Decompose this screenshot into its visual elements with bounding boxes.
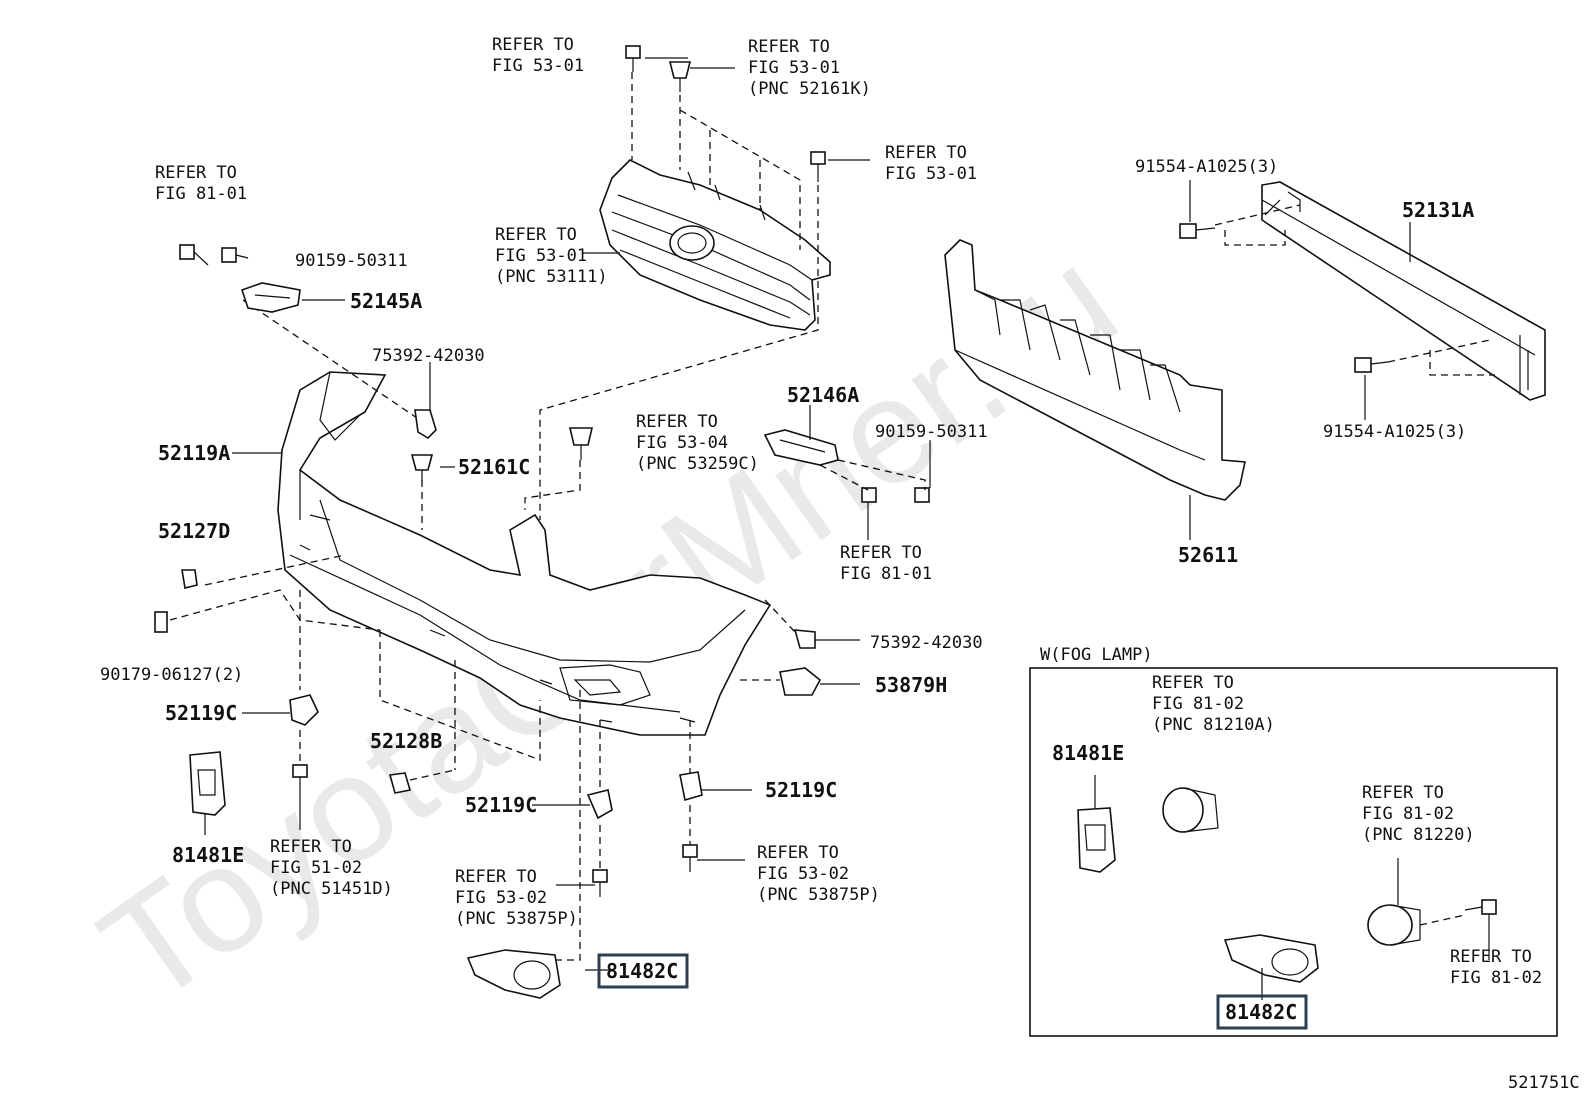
screw-icon (682, 844, 698, 872)
clip-icon (410, 454, 434, 482)
part-number-52146A[interactable]: 52146A (787, 383, 859, 407)
screw-icon (221, 247, 249, 263)
part-number-81482C[interactable]: 81482C (1225, 1000, 1297, 1024)
part-number-52611[interactable]: 52611 (1178, 543, 1238, 567)
retainer-52119C-drawing (586, 789, 613, 820)
clip-52127D-drawing (181, 569, 198, 589)
part-number-53879H[interactable]: 53879H (875, 673, 947, 697)
bracket-53879H-drawing (779, 667, 822, 696)
bolt-icon (625, 45, 641, 72)
part-number-52131A[interactable]: 52131A (1402, 198, 1474, 222)
screw-icon (1464, 899, 1497, 915)
fog-socket-drawing (1162, 787, 1219, 833)
clip-52128B-drawing (388, 772, 412, 794)
part-number-90159-50311[interactable]: 90159-50311 (875, 422, 988, 442)
part-number-81481E[interactable]: 81481E (172, 843, 244, 867)
reinforcement-drawing (1261, 181, 1546, 401)
reinforcement-callouts (1189, 180, 1495, 420)
part-number-52119C[interactable]: 52119C (465, 793, 537, 817)
diagram-code: 521751C (1508, 1073, 1580, 1093)
part-number-91554-A1025[interactable]: 91554-A1025(3) (1323, 422, 1466, 442)
part-number-52145A[interactable]: 52145A (350, 289, 422, 313)
part-number-91554-A1025[interactable]: 91554-A1025(3) (1135, 157, 1278, 177)
part-number-75392-42030[interactable]: 75392-42030 (870, 633, 983, 653)
inset-callouts (1094, 775, 1490, 1000)
nut-90179-drawing (154, 611, 168, 633)
clip-icon (793, 629, 816, 649)
part-number-52127D[interactable]: 52127D (158, 519, 230, 543)
fog-lamp-drawing (1367, 904, 1421, 946)
bumper-cover-drawing (277, 371, 772, 736)
bracket-52145A-drawing (240, 282, 301, 313)
bolt-icon (810, 151, 826, 182)
retainer-52119C-drawing (679, 771, 703, 802)
part-number-52119C[interactable]: 52119C (765, 778, 837, 802)
inset-title: W(FOG LAMP) (1040, 645, 1153, 665)
screw-icon (592, 869, 608, 897)
screw-icon (914, 487, 930, 503)
clip-icon (414, 409, 437, 440)
highlight-box-81482C (597, 953, 689, 989)
screw-icon (1354, 357, 1389, 373)
part-number-52119C[interactable]: 52119C (165, 701, 237, 725)
clip-icon (568, 427, 594, 460)
clip-icon (668, 61, 692, 92)
energy-absorber-drawing (944, 239, 1246, 501)
screw-icon (861, 487, 877, 503)
bracket-81481E-inset-drawing (1077, 807, 1116, 873)
screw-icon (179, 244, 209, 266)
part-number-52161C[interactable]: 52161C (458, 455, 530, 479)
part-number-75392-42030[interactable]: 75392-42030 (372, 346, 485, 366)
part-number-52119A[interactable]: 52119A (158, 441, 230, 465)
highlight-box-81482C (1216, 994, 1308, 1030)
part-number-81481E[interactable]: 81481E (1052, 741, 1124, 765)
misc-callouts (809, 405, 931, 540)
part-number-90179-06127[interactable]: 90179-06127(2) (100, 665, 243, 685)
bracket-81481E-drawing (189, 751, 226, 816)
part-number-90159-50311[interactable]: 90159-50311 (295, 251, 408, 271)
grille-callouts (539, 57, 870, 520)
fog-cover-81482C-drawing (466, 949, 561, 999)
fog-cover-81482C-inset-drawing (1223, 934, 1319, 983)
radiator-grille-drawing (599, 159, 831, 331)
screw-icon (1179, 223, 1216, 239)
screw-icon (292, 764, 308, 795)
retainer-52119C-drawing (289, 694, 319, 726)
part-number-81482C[interactable]: 81482C (606, 959, 678, 983)
part-number-52128B[interactable]: 52128B (370, 729, 442, 753)
fog-lamp-inset-frame (1029, 667, 1558, 1037)
